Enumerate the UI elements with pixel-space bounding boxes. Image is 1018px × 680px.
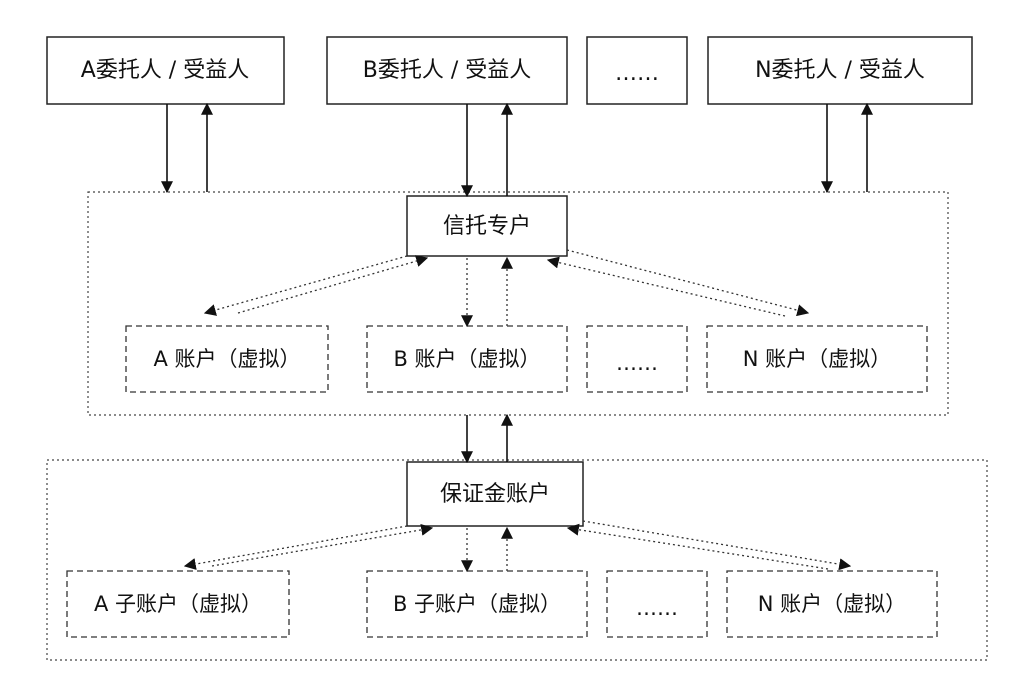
dotted-arrow-a-to-trust: [237, 255, 429, 314]
dotted-arrow-n-to-margin: [566, 523, 829, 570]
principal-n-node: N委托人 / 受益人: [707, 36, 973, 105]
principal-a-label: A委托人 / 受益人: [81, 58, 249, 83]
margin-account-hub: 保证金账户: [406, 461, 584, 527]
sub-account-n-box: [726, 570, 938, 638]
virtual-account-n-label: N 账户（虚拟）: [743, 347, 891, 371]
margin-sub-arrows: [183, 520, 852, 573]
principal-a-box: [46, 36, 285, 105]
virtual-account-ellipsis-label: ……: [616, 351, 658, 375]
virtual-account-n: N 账户（虚拟）: [706, 325, 928, 393]
virtual-account-b: B 账户（虚拟）: [366, 325, 568, 393]
principal-a-node: A委托人 / 受益人: [46, 36, 285, 105]
dotted-arrow-trust-to-n: [566, 249, 810, 317]
virtual-account-a-label: A 账户（虚拟）: [153, 347, 300, 371]
sub-account-b-box: [366, 570, 588, 638]
principal-b-node: B委托人 / 受益人: [326, 36, 568, 105]
virtual-account-a-box: [125, 325, 329, 393]
trust-margin-arrows: [461, 413, 513, 464]
dotted-arrow-n-to-trust: [546, 256, 786, 317]
virtual-account-ellipsis-box: [586, 325, 688, 393]
virtual-account-ellipsis: ……: [586, 325, 688, 393]
principal-n-box: [707, 36, 973, 105]
sub-account-a-box: [66, 570, 290, 638]
principal-b-box: [326, 36, 568, 105]
principal-n-label: N委托人 / 受益人: [755, 58, 925, 83]
sub-account-b-label: B 子账户（虚拟）: [393, 592, 561, 616]
sub-account-b: B 子账户（虚拟）: [366, 570, 588, 638]
sub-account-a-label: A 子账户（虚拟）: [94, 592, 262, 616]
margin-account-label: 保证金账户: [440, 482, 550, 507]
margin-account-box: [406, 461, 584, 527]
margin-group-container: [46, 459, 988, 661]
sub-account-a: A 子账户（虚拟）: [66, 570, 290, 638]
principal-trust-arrows: [161, 102, 873, 198]
virtual-account-n-box: [706, 325, 928, 393]
sub-account-ellipsis-label: ……: [636, 596, 678, 620]
trust-account-hub: 信托专户: [406, 195, 568, 257]
trust-account-label: 信托专户: [443, 214, 531, 239]
trust-account-box: [406, 195, 568, 257]
dotted-arrow-a-to-margin: [211, 523, 434, 567]
dotted-arrow-margin-to-a: [183, 525, 408, 570]
virtual-account-b-box: [366, 325, 568, 393]
principal-ellipsis-box: [586, 36, 688, 105]
principal-ellipsis-label: ……: [615, 61, 659, 86]
sub-account-ellipsis: ……: [606, 570, 708, 638]
dotted-arrow-margin-to-n: [582, 520, 852, 571]
virtual-account-a: A 账户（虚拟）: [125, 325, 329, 393]
principal-ellipsis-node: ……: [586, 36, 688, 105]
trust-virtual-arrows: [203, 249, 810, 328]
sub-account-n: N 账户（虚拟）: [726, 570, 938, 638]
sub-account-n-label: N 账户（虚拟）: [758, 592, 906, 616]
principal-b-label: B委托人 / 受益人: [363, 58, 532, 83]
sub-account-ellipsis-box: [606, 570, 708, 638]
dotted-arrow-trust-to-a: [203, 255, 408, 316]
virtual-account-b-label: B 账户（虚拟）: [393, 347, 540, 371]
trust-group-container: [87, 191, 949, 416]
